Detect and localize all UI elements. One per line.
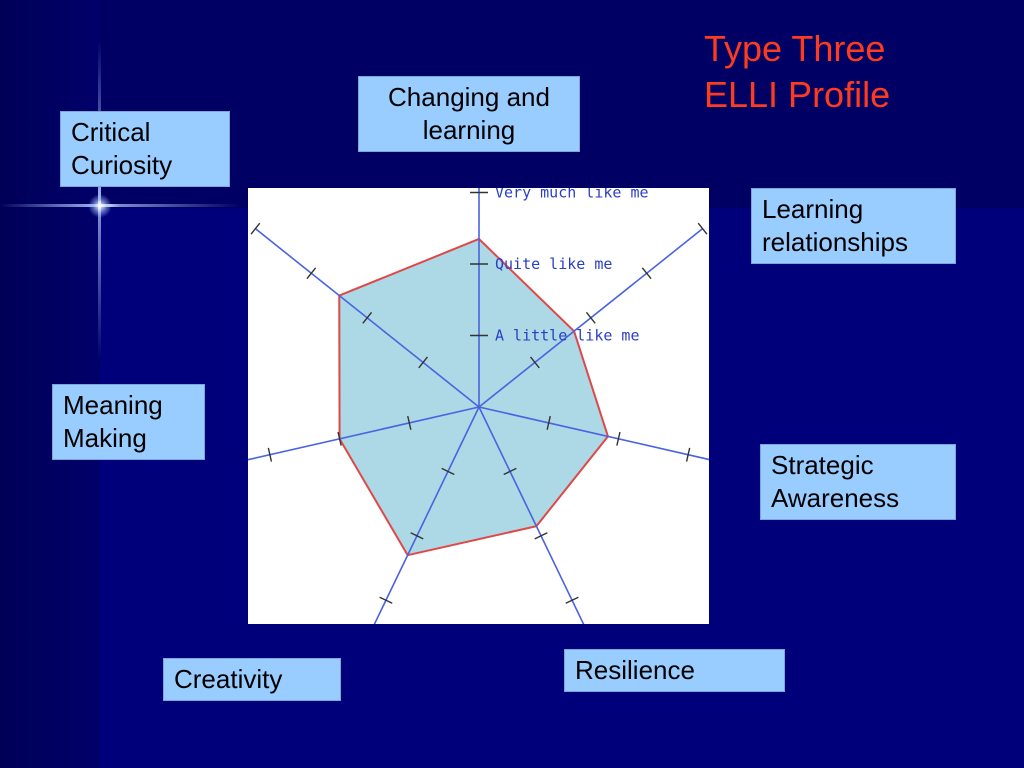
label-meaning-making-line-2: Making	[63, 423, 147, 453]
label-resilience-line-1: Resilience	[575, 655, 695, 685]
label-learning-relationships-line-1: Learning	[762, 194, 864, 224]
slide-title-line-2: ELLI Profile	[704, 74, 891, 115]
axis-tick-strategic-awareness-2	[616, 431, 621, 446]
axis-tick-learning-relationships-1	[529, 356, 540, 369]
label-creativity-line-1: Creativity	[174, 664, 283, 694]
axis-tick-learning-relationships-4	[697, 222, 708, 235]
axis-tick-critical-curiosity-3	[306, 267, 317, 280]
label-strategic-awareness-line-1: Strategic	[771, 450, 874, 480]
label-resilience: Resilience	[564, 649, 785, 692]
axis-tick-creativity-2	[410, 532, 424, 540]
label-strategic-awareness: Strategic Awareness	[760, 444, 956, 520]
label-meaning-making: Meaning Making	[52, 384, 205, 460]
axis-tick-critical-curiosity-1	[418, 356, 429, 369]
axis-tick-resilience-2	[534, 532, 548, 540]
label-critical-curiosity-line-1: Critical	[71, 117, 151, 147]
light-flare-horizontal	[0, 204, 240, 207]
label-critical-curiosity-line-2: Curiosity	[71, 150, 173, 180]
tick-label-very-much-like-me: Very much like me	[495, 188, 649, 202]
profile-polygon	[338, 237, 610, 557]
radar-chart-panel: A little like me Quite like me Very much…	[197, 120, 761, 669]
tick-label-quite-like-me: Quite like me	[495, 255, 612, 273]
label-changing-and-learning: Changing and learning	[358, 76, 580, 152]
radar-chart: A little like me Quite like me Very much…	[197, 120, 761, 669]
axis-tick-meaning-making-3	[267, 447, 273, 462]
slide-title-line-1: Type Three	[704, 28, 886, 69]
axis-tick-meaning-making-2	[337, 431, 342, 446]
radar-axes	[199, 121, 759, 666]
label-learning-relationships: Learning relationships	[751, 188, 956, 264]
axis-tick-strategic-awareness-3	[685, 447, 691, 462]
tick-label-a-little-like-me: A little like me	[495, 327, 640, 345]
label-changing-and-learning-line-1: Changing and	[388, 82, 550, 112]
label-learning-relationships-line-2: relationships	[762, 227, 908, 257]
label-creativity: Creativity	[163, 658, 341, 701]
axis-tick-strategic-awareness-1	[546, 415, 551, 430]
axis-tick-creativity-3	[379, 596, 393, 604]
axis-tick-resilience-3	[565, 596, 579, 604]
label-strategic-awareness-line-2: Awareness	[771, 483, 900, 513]
axis-tick-learning-relationships-2	[585, 311, 596, 324]
slide-title: Type Three ELLI Profile	[704, 26, 890, 118]
axis-tick-creativity-1	[441, 467, 455, 476]
axis-tick-learning-relationships-3	[641, 267, 652, 280]
axis-tick-critical-curiosity-4	[250, 222, 261, 235]
axis-tick-resilience-1	[503, 467, 517, 476]
label-meaning-making-line-1: Meaning	[63, 390, 163, 420]
axis-tick-meaning-making-1	[407, 415, 412, 430]
label-changing-and-learning-line-2: learning	[422, 115, 516, 145]
light-flare-glow	[88, 194, 112, 218]
label-critical-curiosity: Critical Curiosity	[60, 111, 230, 187]
axis-tick-critical-curiosity-2	[362, 311, 373, 324]
